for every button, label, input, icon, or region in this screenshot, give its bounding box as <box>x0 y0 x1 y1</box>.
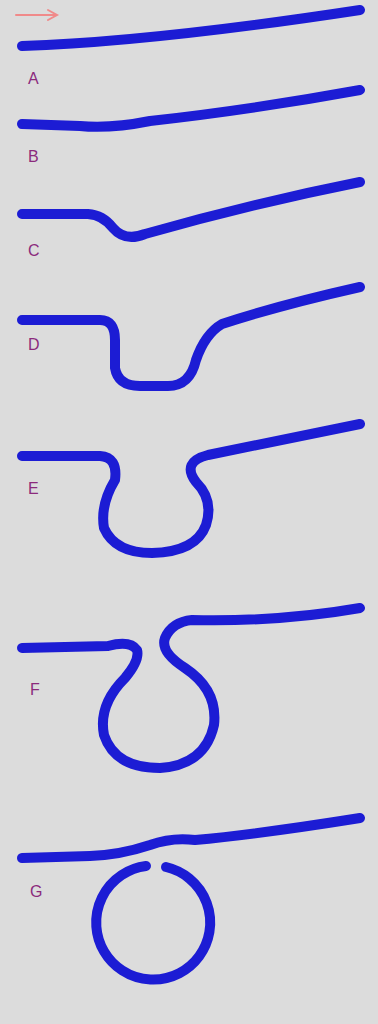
membrane-stage-d <box>22 287 360 386</box>
membrane-stage-g <box>22 818 360 858</box>
stage-letter: D <box>28 336 40 354</box>
membrane-stage-e <box>22 424 360 553</box>
stage-letter: A <box>28 70 39 88</box>
stage-letter: C <box>28 242 40 260</box>
membrane-stage-a <box>22 10 360 46</box>
stage-letter: B <box>28 148 39 166</box>
membrane-stage-c <box>22 182 360 237</box>
stage-letter: F <box>30 681 40 699</box>
vesicle <box>96 866 210 980</box>
membrane-stage-f <box>22 608 360 768</box>
direction-arrow <box>16 10 57 20</box>
membrane-stage-b <box>22 90 360 127</box>
stage-letter: G <box>30 883 42 901</box>
stage-letter: E <box>28 480 39 498</box>
